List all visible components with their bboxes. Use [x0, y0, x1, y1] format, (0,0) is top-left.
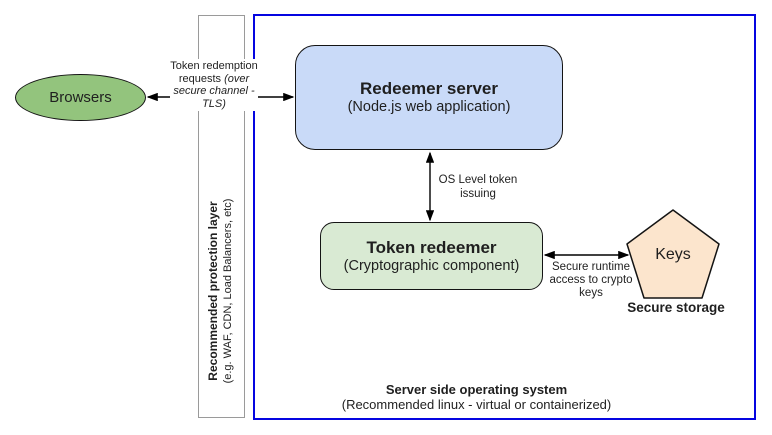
protection-layer-label: Recommended protection layer (e.g. WAF, …: [206, 199, 236, 384]
redeemer-server-subtitle: (Node.js web application): [347, 99, 511, 115]
server-os-title: Server side operating system: [385, 382, 568, 397]
token-redemption-arrow-label: Token redemption requests (over secure c…: [170, 59, 258, 111]
token-redemption-label-plain: Token redemption requests: [170, 60, 258, 85]
token-redeemer-node: Token redeemer (Cryptographic component): [320, 222, 543, 290]
secure-storage-caption: Secure storage: [627, 300, 725, 315]
redeemer-server-title: Redeemer server: [360, 79, 498, 98]
token-redemption-label-italic: (over secure channel - TLS): [173, 72, 255, 110]
token-redeemer-subtitle: (Cryptographic component): [343, 257, 520, 274]
server-os-boundary-box: [253, 14, 756, 420]
keys-label: Keys: [655, 246, 691, 263]
protection-layer-title: Recommended protection layer: [206, 201, 220, 381]
secure-runtime-access-label: Secure runtime access to crypto keys: [549, 261, 633, 299]
browsers-node: Browsers: [15, 74, 146, 121]
browsers-label: Browsers: [49, 89, 112, 106]
token-redeemer-title: Token redeemer: [366, 237, 497, 257]
server-os-caption: Server side operating system (Recommende…: [326, 382, 627, 412]
server-os-subtitle: (Recommended linux - virtual or containe…: [341, 397, 612, 412]
redeemer-server-node: Redeemer server (Node.js web application…: [295, 45, 563, 150]
os-token-issuing-label: OS Level token issuing: [438, 174, 518, 200]
protection-layer-subtitle: (e.g. WAF, CDN, Load Balancers, etc): [222, 198, 234, 384]
